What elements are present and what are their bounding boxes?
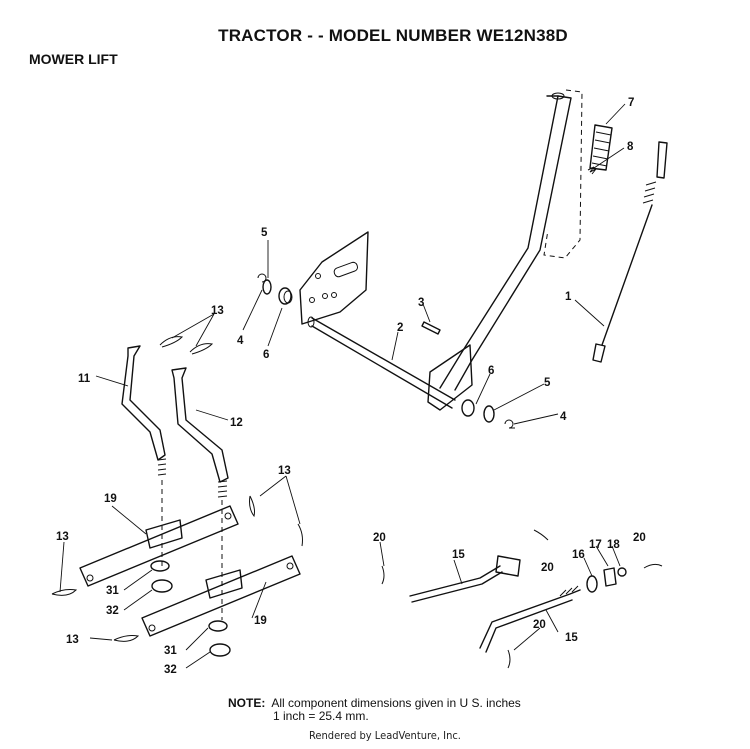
lift-handle [427,92,572,411]
washer-right [483,405,495,423]
callout-20-right: 20 [633,532,646,544]
washer-16 [586,575,598,593]
clip-right [504,419,515,429]
callout-31-lower: 31 [164,645,177,657]
callout-32-upper: 32 [106,605,119,617]
callout-12: 12 [230,417,243,429]
release-rod [592,141,668,363]
clip-20-c [643,563,663,569]
clip-20-d [507,649,511,669]
callout-16: 16 [572,549,585,561]
callout-1: 1 [565,291,572,303]
callout-3: 3 [418,297,424,309]
callout-19-upper: 19 [104,493,117,505]
washer-31-lower [208,620,228,632]
callout-6-left: 6 [263,349,269,361]
mounting-plate [299,231,369,325]
clip-left [257,273,267,283]
callout-20-mid: 20 [541,562,554,574]
page-title: TRACTOR - - MODEL NUMBER WE12N38D [218,26,568,45]
callout-4-right: 4 [560,411,567,423]
swivel-17 [603,567,617,587]
hairpin-mid [249,495,255,518]
hairpin-top-a [159,336,184,348]
hairpin-lower-left [51,589,78,596]
clip-20-a [381,565,385,585]
handle-grip [589,124,613,171]
leader-lines [59,103,626,669]
cotter-pin [421,321,441,335]
note-line-1: All component dimensions given in U S. i… [271,696,521,710]
linkage-rod-upper [409,555,521,603]
bushing-right [461,399,475,417]
callout-15-lower: 15 [565,632,578,644]
lift-arm-lower [141,555,301,637]
callout-20-bottom: 20 [533,619,546,631]
note-label: NOTE: [228,696,266,710]
washer-31-upper [150,560,170,572]
lift-link-right [171,367,229,498]
hairpin-bottom [113,635,140,642]
footer-credit: Rendered by LeadVenture, Inc. [309,729,461,742]
callout-17: 17 [589,539,602,551]
dimension-note: NOTE: All component dimensions given in U… [228,697,521,723]
button-spring [587,166,597,175]
callout-8: 8 [627,141,634,153]
clip-20-b [533,529,549,541]
nut-18 [617,567,627,577]
hairpin-top-b [189,343,214,355]
callout-5-left: 5 [261,227,268,239]
hairpin-right [297,523,303,547]
washer-left [262,279,272,295]
cross-shaft [307,316,456,409]
lift-handle-outline [543,89,583,259]
nut-32-lower [209,643,231,657]
callout-18: 18 [607,539,620,551]
lift-link-left [121,345,167,476]
callout-11: 11 [78,373,91,385]
bushing-left [278,287,293,305]
callout-13-bottom: 13 [66,634,79,646]
callout-19-lower: 19 [254,615,267,627]
callout-31-upper: 31 [106,585,119,597]
callout-4-left: 4 [237,335,244,347]
callout-15-upper: 15 [452,549,465,561]
nut-32-upper [151,579,173,593]
callout-6-right: 6 [488,365,494,377]
lift-arm-upper [79,505,239,587]
section-title: MOWER LIFT [29,51,118,67]
callout-13-top: 13 [211,305,224,317]
note-line-2: 1 inch = 25.4 mm. [273,709,369,723]
callout-13-mid: 13 [278,465,291,477]
callout-5-right: 5 [544,377,551,389]
callout-32-lower: 32 [164,664,177,676]
linkage-rod-lower [479,585,581,653]
callout-7: 7 [628,97,634,109]
callout-13-left: 13 [56,531,69,543]
callout-20-left: 20 [373,532,386,544]
callout-2: 2 [397,322,403,334]
